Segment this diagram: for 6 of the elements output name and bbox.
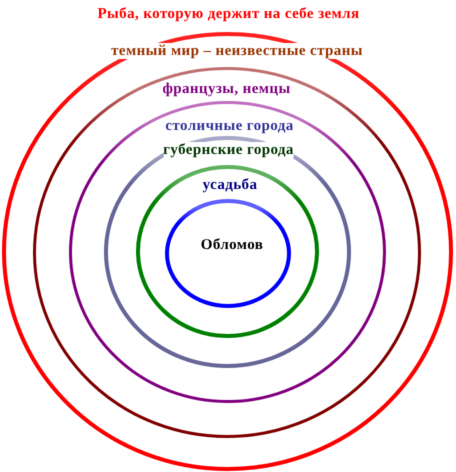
ring-heading: губернские города	[163, 142, 294, 158]
ring-heading: усадьба	[202, 177, 258, 193]
ring-heading: темный мир – неизвестные страны	[111, 43, 363, 59]
ring-heading: Рыба, которую держит на себе земля	[98, 6, 360, 22]
ring-heading: столичные города	[165, 118, 294, 134]
ring-heading: французы, немцы	[162, 81, 291, 97]
